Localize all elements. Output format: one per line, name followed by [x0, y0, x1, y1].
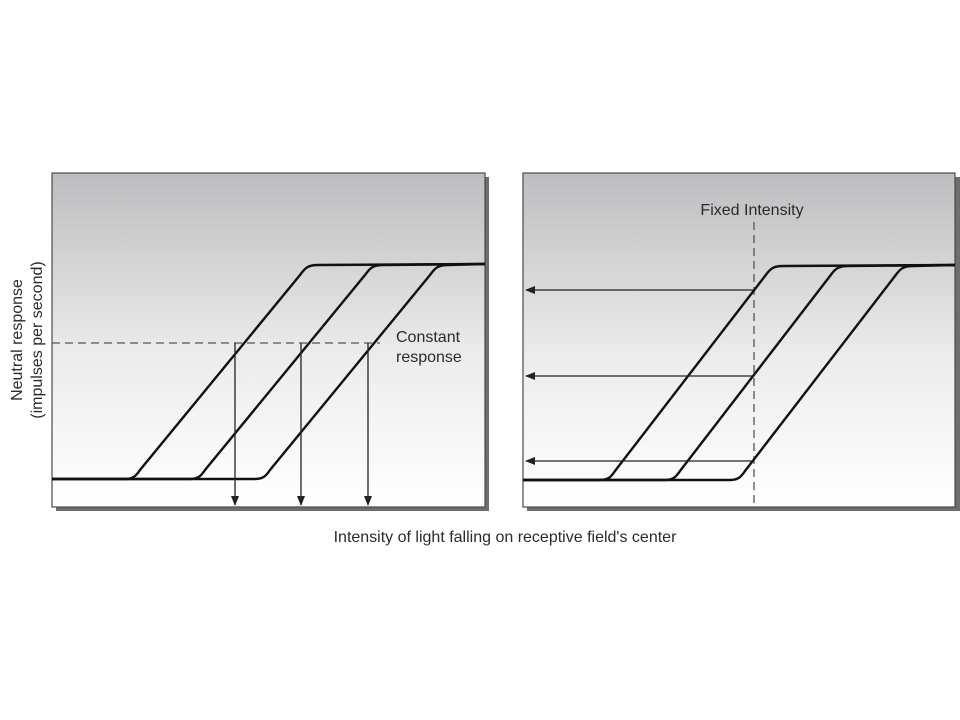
constant-response-label-line1: Constant: [396, 329, 461, 346]
right-curve-3: [523, 263, 956, 482]
y-axis-label-line2: (impulses per second): [29, 261, 46, 418]
constant-response-label-line2: response: [396, 349, 462, 366]
right-panel-frame: [522, 172, 956, 508]
x-axis-label: Intensity of light falling on receptive …: [334, 529, 677, 546]
left-curve-3: [52, 262, 486, 481]
fixed-intensity-label: Fixed Intensity: [700, 202, 803, 219]
right-panel: Fixed Intensity: [522, 172, 960, 511]
left-panel-frame: [51, 172, 486, 508]
left-panel: Constant response: [51, 172, 489, 511]
y-axis-label: Neutral response (impulses per second): [9, 261, 46, 418]
y-axis-label-line1: Neutral response: [9, 279, 26, 401]
